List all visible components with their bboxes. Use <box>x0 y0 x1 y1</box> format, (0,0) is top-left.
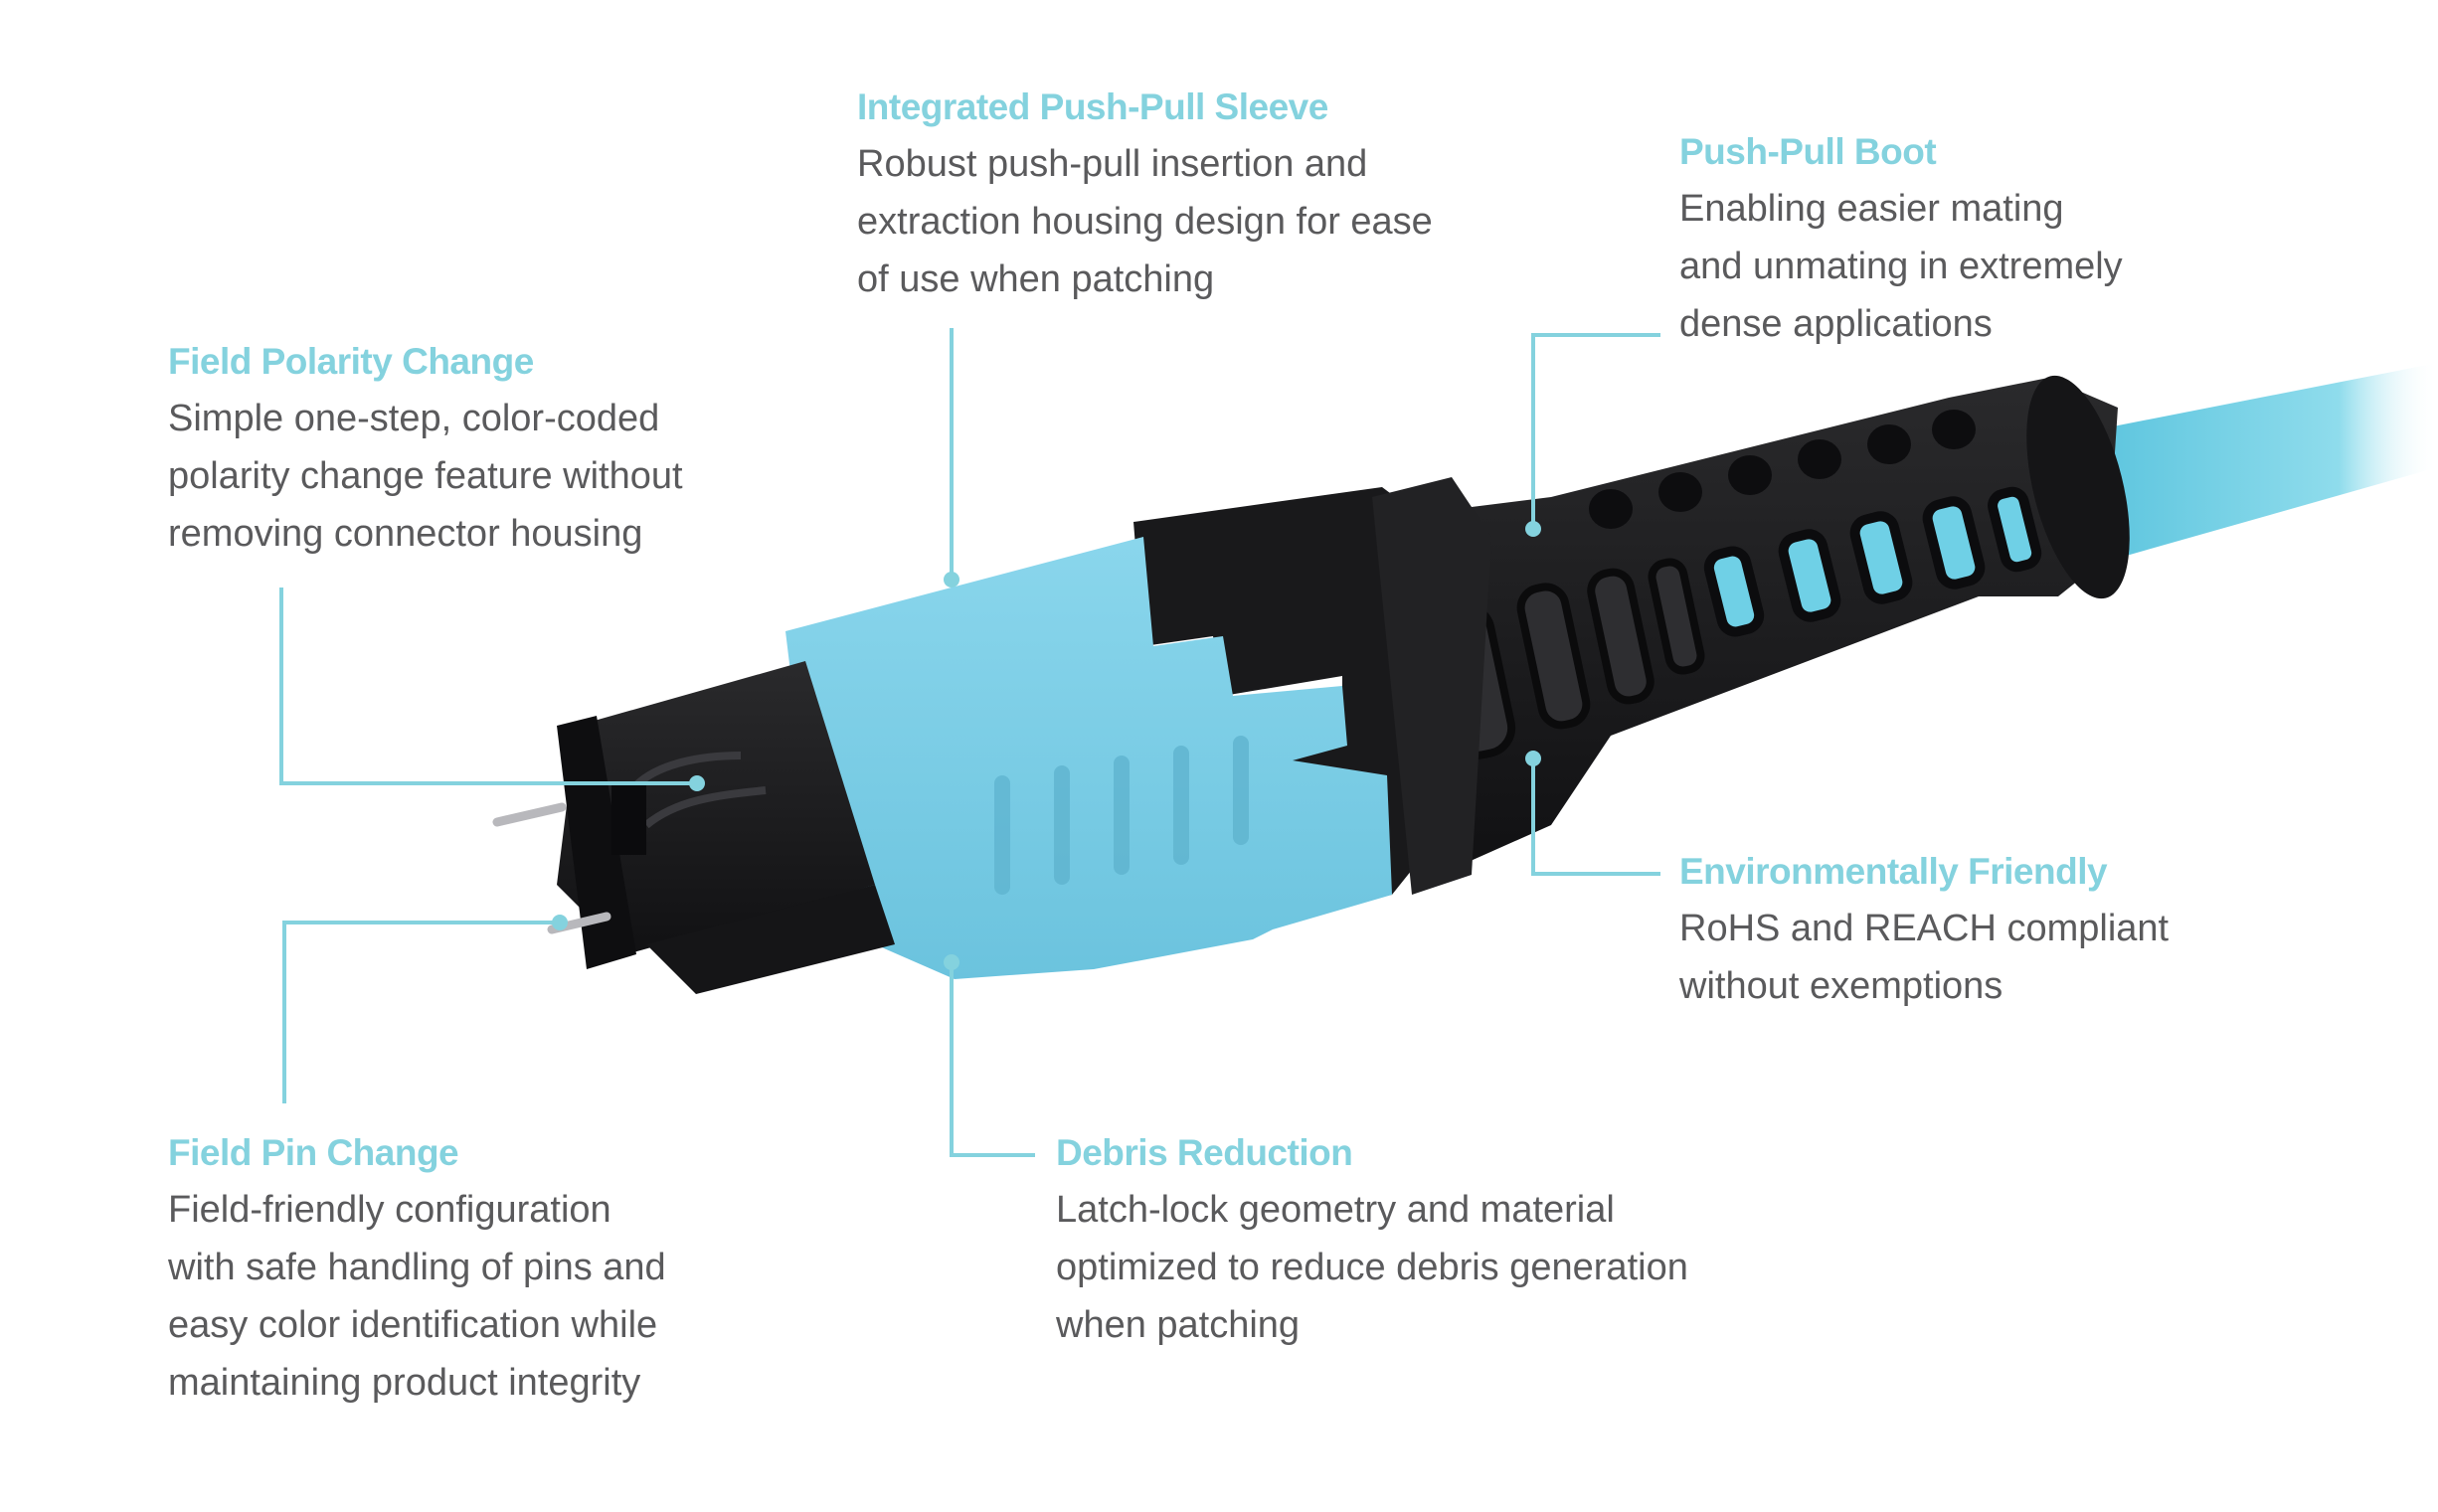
callout-body: RoHS and REACH compliant without exempti… <box>1679 900 2169 1015</box>
leader-dot-boot <box>1525 521 1541 537</box>
leader-line-pin <box>282 921 560 1103</box>
callout-sleeve: Integrated Push-Pull Sleeve Robust push-… <box>857 85 1433 308</box>
leader-dot-sleeve <box>944 572 959 588</box>
callout-line: Enabling easier mating <box>1679 188 2064 230</box>
callout-line: without exemptions <box>1679 965 2003 1007</box>
callout-line: dense applications <box>1679 303 1993 345</box>
callout-title: Environmentally Friendly <box>1679 851 2108 892</box>
callout-debris: Debris Reduction Latch-lock geometry and… <box>1056 1131 1688 1354</box>
callout-environment: Environmentally Friendly RoHS and REACH … <box>1679 850 2169 1015</box>
callout-pin: Field Pin Change Field-friendly configur… <box>168 1131 666 1412</box>
callout-line: and unmating in extremely <box>1679 246 2123 287</box>
callout-title: Field Pin Change <box>168 1132 459 1173</box>
callout-line: Latch-lock geometry and material <box>1056 1189 1615 1231</box>
ferrule-housing <box>557 661 895 994</box>
callout-body: Simple one-step, color-coded polarity ch… <box>168 390 683 563</box>
callout-title: Integrated Push-Pull Sleeve <box>857 86 1328 127</box>
callout-polarity: Field Polarity Change Simple one-step, c… <box>168 340 683 563</box>
leader-line-environment <box>1531 758 1660 876</box>
callout-line: maintaining product integrity <box>168 1362 641 1404</box>
callout-line: polarity change feature without <box>168 455 683 497</box>
callout-line: extraction housing design for ease <box>857 201 1433 243</box>
callout-body: Robust push-pull insertion and extractio… <box>857 135 1433 308</box>
callout-title: Debris Reduction <box>1056 1132 1353 1173</box>
callout-line: of use when patching <box>857 258 1215 300</box>
callout-line: removing connector housing <box>168 513 643 555</box>
callout-line: Field-friendly configuration <box>168 1189 611 1231</box>
callout-line: with safe handling of pins and <box>168 1247 666 1288</box>
callout-body: Latch-lock geometry and material optimiz… <box>1056 1181 1688 1354</box>
leader-dot-pin <box>552 915 568 930</box>
leader-line-debris <box>950 962 1035 1157</box>
leader-dot-debris <box>944 954 959 970</box>
callout-line: Simple one-step, color-coded <box>168 398 660 439</box>
callout-line: optimized to reduce debris generation <box>1056 1247 1688 1288</box>
callout-line: when patching <box>1056 1304 1301 1346</box>
callout-title: Push-Pull Boot <box>1679 131 1937 172</box>
leader-dot-polarity <box>689 775 705 791</box>
callout-title: Field Polarity Change <box>168 341 534 382</box>
leader-dot-environment <box>1525 751 1541 766</box>
callout-body: Enabling easier mating and unmating in e… <box>1679 180 2123 353</box>
leader-line-boot <box>1531 333 1660 529</box>
callout-line: easy color identification while <box>168 1304 658 1346</box>
callout-line: RoHS and REACH compliant <box>1679 908 2170 949</box>
leader-line-polarity <box>279 588 697 785</box>
callout-line: Robust push-pull insertion and <box>857 143 1368 185</box>
callout-body: Field-friendly configuration with safe h… <box>168 1181 666 1412</box>
callout-boot: Push-Pull Boot Enabling easier mating an… <box>1679 130 2123 353</box>
cable <box>2108 363 2438 557</box>
push-pull-sleeve <box>785 537 1392 979</box>
